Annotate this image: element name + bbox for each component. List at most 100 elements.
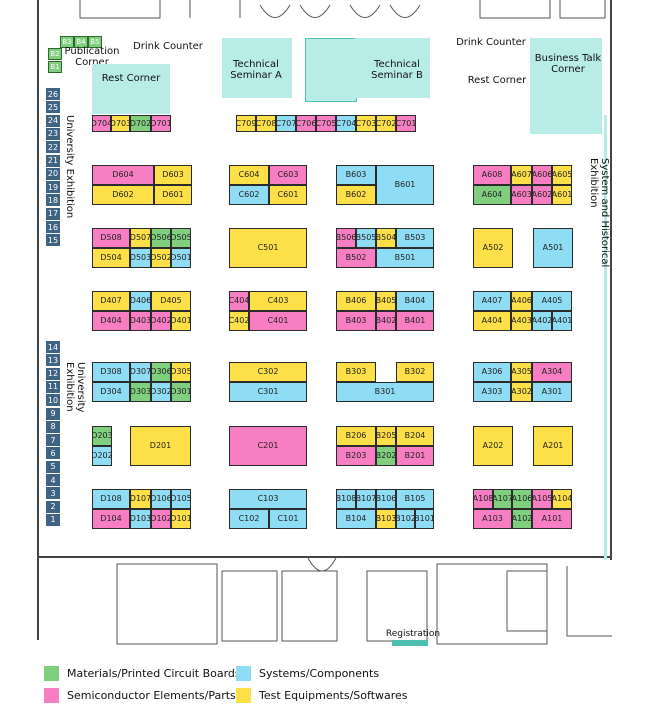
booth-D403[interactable]: D403	[130, 311, 151, 331]
university-booth-17[interactable]: 17	[46, 207, 60, 220]
booth-D405[interactable]: D405	[151, 291, 191, 311]
booth-C706[interactable]: C706	[296, 115, 316, 132]
booth-D704[interactable]: D704	[92, 115, 111, 132]
university-booth-22[interactable]: 22	[46, 141, 60, 154]
booth-A603[interactable]: A603	[511, 185, 532, 205]
booth-B404[interactable]: B404	[396, 291, 434, 311]
booth-A606[interactable]: A606	[532, 165, 552, 185]
booth-B501[interactable]: B501	[376, 248, 434, 268]
booth-C602[interactable]: C602	[229, 185, 269, 205]
booth-D108[interactable]: D108	[92, 489, 130, 509]
booth-D304[interactable]: D304	[92, 382, 130, 402]
booth-B106[interactable]: B106	[376, 489, 396, 509]
booth-D501[interactable]: D501	[171, 248, 191, 268]
booth-B401[interactable]: B401	[396, 311, 434, 331]
university-booth-24[interactable]: 24	[46, 114, 60, 127]
booth-D702[interactable]: D702	[130, 115, 151, 132]
booth-D305[interactable]: D305	[171, 362, 191, 382]
booth-C702[interactable]: C702	[376, 115, 396, 132]
booth-D301[interactable]: D301	[171, 382, 191, 402]
booth-A108[interactable]: A108	[473, 489, 493, 509]
booth-D104[interactable]: D104	[92, 509, 130, 529]
booth-A303[interactable]: A303	[473, 382, 511, 402]
booth-D604[interactable]: D604	[92, 165, 154, 185]
booth-D401[interactable]: D401	[171, 311, 191, 331]
booth-A604[interactable]: A604	[473, 185, 511, 205]
booth-D504[interactable]: D504	[92, 248, 130, 268]
university-booth-15[interactable]: 15	[46, 234, 60, 247]
booth-A104[interactable]: A104	[552, 489, 572, 509]
booth-B503[interactable]: B503	[396, 228, 434, 248]
booth-A304[interactable]: A304	[532, 362, 572, 382]
booth-A607[interactable]: A607	[511, 165, 532, 185]
booth-A305[interactable]: A305	[511, 362, 532, 382]
booth-D701[interactable]: D701	[151, 115, 171, 132]
booth-C404[interactable]: C404	[229, 291, 249, 311]
booth-A601[interactable]: A601	[552, 185, 572, 205]
booth-B504[interactable]: B504	[376, 228, 396, 248]
university-booth-20[interactable]: 20	[46, 167, 60, 180]
booth-C302[interactable]: C302	[229, 362, 307, 382]
booth-B108[interactable]: B108	[336, 489, 356, 509]
booth-D306[interactable]: D306	[151, 362, 171, 382]
booth-A403[interactable]: A403	[511, 311, 532, 331]
booth-B102[interactable]: B102	[396, 509, 415, 529]
booth-B202[interactable]: B202	[376, 446, 396, 466]
booth-B201[interactable]: B201	[396, 446, 434, 466]
booth-A301[interactable]: A301	[532, 382, 572, 402]
booth-D307[interactable]: D307	[130, 362, 151, 382]
booth-D603[interactable]: D603	[154, 165, 192, 185]
university-booth-19[interactable]: 19	[46, 181, 60, 194]
booth-B301[interactable]: B301	[336, 382, 434, 402]
booth-A608[interactable]: A608	[473, 165, 511, 185]
booth-B104[interactable]: B104	[336, 509, 376, 529]
booth-A406[interactable]: A406	[511, 291, 532, 311]
booth-D203[interactable]: D203	[92, 426, 112, 446]
booth-C401[interactable]: C401	[249, 311, 307, 331]
booth-B505[interactable]: B505	[356, 228, 376, 248]
booth-D508[interactable]: D508	[92, 228, 130, 248]
booth-B101[interactable]: B101	[415, 509, 434, 529]
booth-D308[interactable]: D308	[92, 362, 130, 382]
booth-A105[interactable]: A105	[532, 489, 552, 509]
booth-B204[interactable]: B204	[396, 426, 434, 446]
booth-D201[interactable]: D201	[130, 426, 191, 466]
booth-C705[interactable]: C705	[316, 115, 336, 132]
university-booth-26[interactable]: 26	[46, 88, 60, 100]
booth-C603[interactable]: C603	[269, 165, 307, 185]
university-booth-10[interactable]: 10	[46, 394, 60, 407]
booth-B402[interactable]: B402	[376, 311, 396, 331]
booth-C102[interactable]: C102	[229, 509, 269, 529]
booth-A106[interactable]: A106	[512, 489, 532, 509]
university-booth-2[interactable]: 2	[46, 500, 60, 513]
booth-D105[interactable]: D105	[171, 489, 191, 509]
university-booth-14[interactable]: 14	[46, 341, 60, 353]
university-booth-25[interactable]: 25	[46, 101, 60, 114]
booth-D506[interactable]: D506	[151, 228, 171, 248]
university-booth-1[interactable]: 1	[46, 513, 60, 526]
booth-A101[interactable]: A101	[532, 509, 572, 529]
booth-B3[interactable]: B3	[60, 36, 74, 48]
booth-C103[interactable]: C103	[229, 489, 307, 509]
booth-C601[interactable]: C601	[269, 185, 307, 205]
booth-B206[interactable]: B206	[336, 426, 376, 446]
booth-B506[interactable]: B506	[336, 228, 356, 248]
booth-A107[interactable]: A107	[493, 489, 512, 509]
booth-D503[interactable]: D503	[130, 248, 151, 268]
booth-A605[interactable]: A605	[552, 165, 572, 185]
booth-B602[interactable]: B602	[336, 185, 376, 205]
booth-B4[interactable]: B4	[74, 36, 88, 48]
university-booth-7[interactable]: 7	[46, 434, 60, 447]
booth-D407[interactable]: D407	[92, 291, 130, 311]
booth-D103[interactable]: D103	[130, 509, 151, 529]
university-booth-6[interactable]: 6	[46, 447, 60, 460]
booth-C101[interactable]: C101	[269, 509, 307, 529]
university-booth-23[interactable]: 23	[46, 127, 60, 140]
booth-C501[interactable]: C501	[229, 228, 307, 268]
booth-A401[interactable]: A401	[552, 311, 572, 331]
booth-C403[interactable]: C403	[249, 291, 307, 311]
booth-B302[interactable]: B302	[396, 362, 434, 382]
booth-B107[interactable]: B107	[356, 489, 376, 509]
booth-C402[interactable]: C402	[229, 311, 249, 331]
booth-D502[interactable]: D502	[151, 248, 171, 268]
